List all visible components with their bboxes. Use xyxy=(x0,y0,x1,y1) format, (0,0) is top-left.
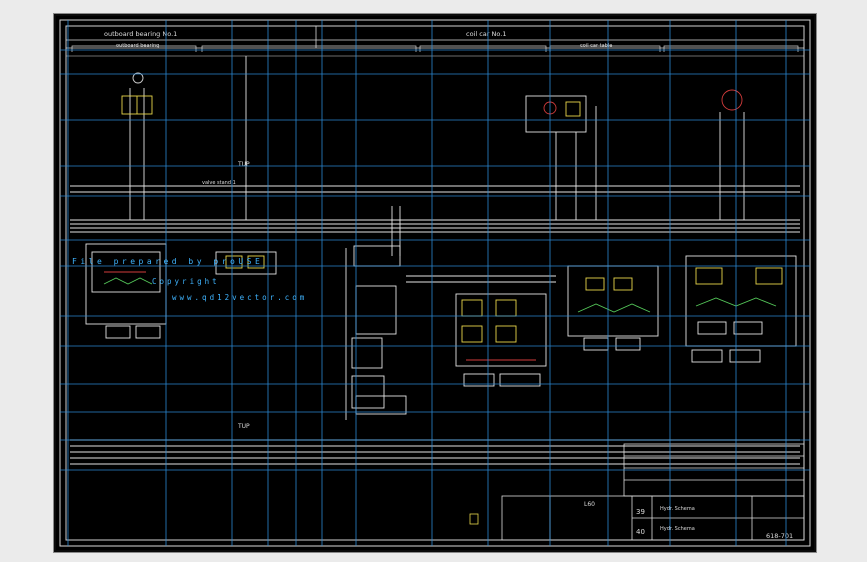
header-left-label: outboard bearing No.1 xyxy=(104,30,177,38)
valve-column-center xyxy=(345,206,407,420)
header-band: outboard bearing No.1 coil car No.1 outb… xyxy=(66,26,804,57)
grid-overlay xyxy=(60,20,810,546)
actuator-group-right xyxy=(685,89,797,363)
supply-rails xyxy=(70,185,800,465)
valve-stand-label: valve stand 1 xyxy=(202,180,236,186)
section-outboard-label: outboard bearing xyxy=(116,43,159,49)
inner-frame xyxy=(65,25,805,541)
section-coil-car-table-label: coil car table xyxy=(580,43,612,49)
origin-marker xyxy=(469,513,479,525)
drawing-number: 618-701 xyxy=(766,532,793,540)
header-right-label: coil car No.1 xyxy=(466,30,506,38)
watermark-line-2: Copyright xyxy=(152,277,220,286)
hydraulic-schematic: outboard bearing No.1 coil car No.1 outb… xyxy=(59,19,811,547)
title-hydraulic-1: Hydr. Schema xyxy=(660,506,695,512)
manifold-center xyxy=(406,275,556,387)
sheet-number-right: 40 xyxy=(636,528,645,536)
title-hydraulic-2: Hydr. Schema xyxy=(660,526,695,532)
watermark-line-3: www.qd12vector.com xyxy=(172,293,307,302)
drawing-sheet[interactable]: outboard bearing No.1 coil car No.1 outb… xyxy=(54,14,816,552)
tup-label-top: TUP xyxy=(237,161,250,168)
title-code: L60 xyxy=(584,501,595,508)
watermark-line-1: File prepared by proUSE xyxy=(72,257,263,266)
tup-label-bottom: TUP xyxy=(237,423,250,430)
actuator-group-left xyxy=(85,72,167,339)
valve-group-center-left xyxy=(215,56,277,275)
outer-frame xyxy=(59,19,811,547)
sheet-number-left: 39 xyxy=(636,508,645,516)
